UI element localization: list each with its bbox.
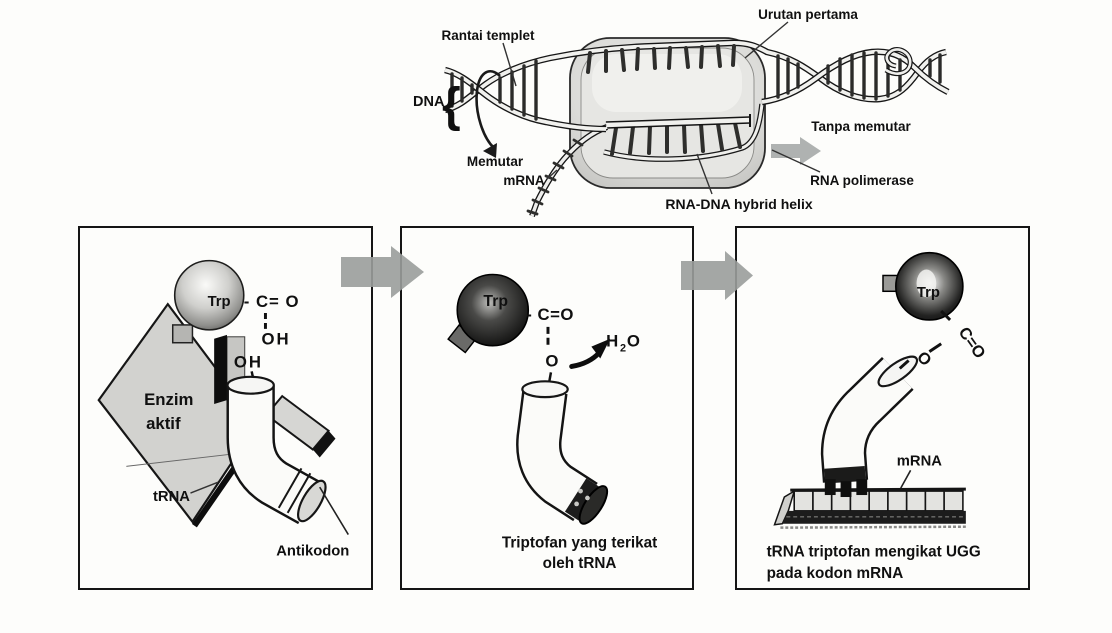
- enzyme-wing-plate: [265, 394, 336, 458]
- mrna-strand: [526, 124, 609, 218]
- pointer-lines: [502, 21, 821, 195]
- mrna-label: mRNA: [897, 453, 942, 469]
- trp-label: Trp: [483, 293, 508, 310]
- mrna-strip: [773, 487, 968, 529]
- caption-line1: tRNA triptofan mengikat UGG: [767, 543, 981, 560]
- rna-polymerase-blob: [569, 37, 766, 189]
- panel-3: Trp C=O O mRNA tRNA triptofan mengikat U…: [735, 226, 1030, 590]
- label-memutar: Memutar: [467, 154, 524, 169]
- panel-2: Trp - C=O O H 2 O: [400, 226, 694, 590]
- h2o-o: O: [627, 332, 640, 351]
- label-rna-dna-hybrid-helix: RNA-DNA hybrid helix: [665, 196, 812, 212]
- rotation-arrow-icon: [475, 70, 501, 158]
- o-label: O: [545, 351, 558, 370]
- oh2-label: OH: [234, 352, 263, 371]
- top-strand-pegs: [586, 44, 736, 74]
- h2o-arrowhead-icon: [591, 338, 611, 359]
- step-arrow-1-icon: [341, 246, 424, 298]
- label-mrna: mRNA: [503, 173, 545, 188]
- label-urutan-pertama: Urutan pertama: [758, 7, 858, 22]
- h2o-release: H 2 O: [569, 332, 640, 369]
- trna-tube: [226, 375, 327, 525]
- direction-arrow-icon: [771, 137, 821, 165]
- mrna-ticks: [526, 138, 584, 216]
- enzim-label-line2: aktif: [146, 414, 181, 433]
- trp-sphere: Trp: [882, 251, 964, 321]
- trp-label: Trp: [917, 285, 940, 301]
- enzim-label-line1: Enzim: [144, 390, 193, 409]
- trp-label: Trp: [208, 294, 231, 310]
- coding-strand-right: [761, 48, 950, 106]
- h2o-sub: 2: [620, 343, 626, 355]
- c-o-label: C=O: [955, 324, 989, 362]
- label-rantai-templet: Rantai templet: [441, 28, 535, 43]
- label-rna-polimerase: RNA polimerase: [810, 173, 914, 188]
- hybrid-bar: [605, 114, 751, 129]
- h2o-h: H: [606, 332, 618, 351]
- mrna-codon-bricks: [793, 490, 964, 512]
- caption-line2: pada kodon mRNA: [767, 565, 904, 582]
- transcription-diagram: Rantai templet Urutan pertama DNA { Memu…: [413, 7, 950, 218]
- dna-brace: {: [442, 79, 461, 132]
- anticodon-feet: [824, 479, 868, 498]
- c-o-label: - C=O: [526, 305, 574, 324]
- trp-sphere: Trp: [171, 259, 245, 344]
- strand-curl: [884, 47, 913, 77]
- step-arrow-2-icon: [681, 251, 753, 300]
- rna-dna-hybrid-pegs: [610, 121, 742, 156]
- caption-line1: Triptofan yang terikat: [502, 534, 657, 551]
- oh1-label: OH: [262, 330, 291, 349]
- trna-tube: [820, 355, 919, 498]
- left-helix-rungs: [450, 59, 538, 121]
- panel-1: Trp - C= O OH OH Enzim aktif: [78, 226, 373, 590]
- carboxyl-group: - C= O OH OH: [234, 292, 300, 381]
- antikodon-pointer: [319, 486, 349, 536]
- top-strand: [444, 39, 947, 114]
- trna-tube: [516, 380, 609, 525]
- antikodon-label: Antikodon: [276, 543, 349, 559]
- c-o-label: - C= O: [244, 292, 300, 311]
- label-dna: DNA: [413, 94, 445, 110]
- right-helix-rungs: [776, 51, 942, 101]
- ester-group: - C=O O: [526, 305, 574, 384]
- trp-sphere: Trp: [447, 273, 530, 354]
- label-tanpa-memutar: Tanpa memutar: [811, 119, 911, 134]
- template-strand-inside: [603, 103, 765, 162]
- mrna-pointer: [900, 469, 912, 489]
- trna-pointer: [190, 481, 219, 494]
- coding-strand-left: [444, 66, 607, 133]
- caption-line2: oleh tRNA: [543, 555, 617, 572]
- trna-label: tRNA: [153, 489, 190, 505]
- anticodon-marks: [574, 488, 590, 507]
